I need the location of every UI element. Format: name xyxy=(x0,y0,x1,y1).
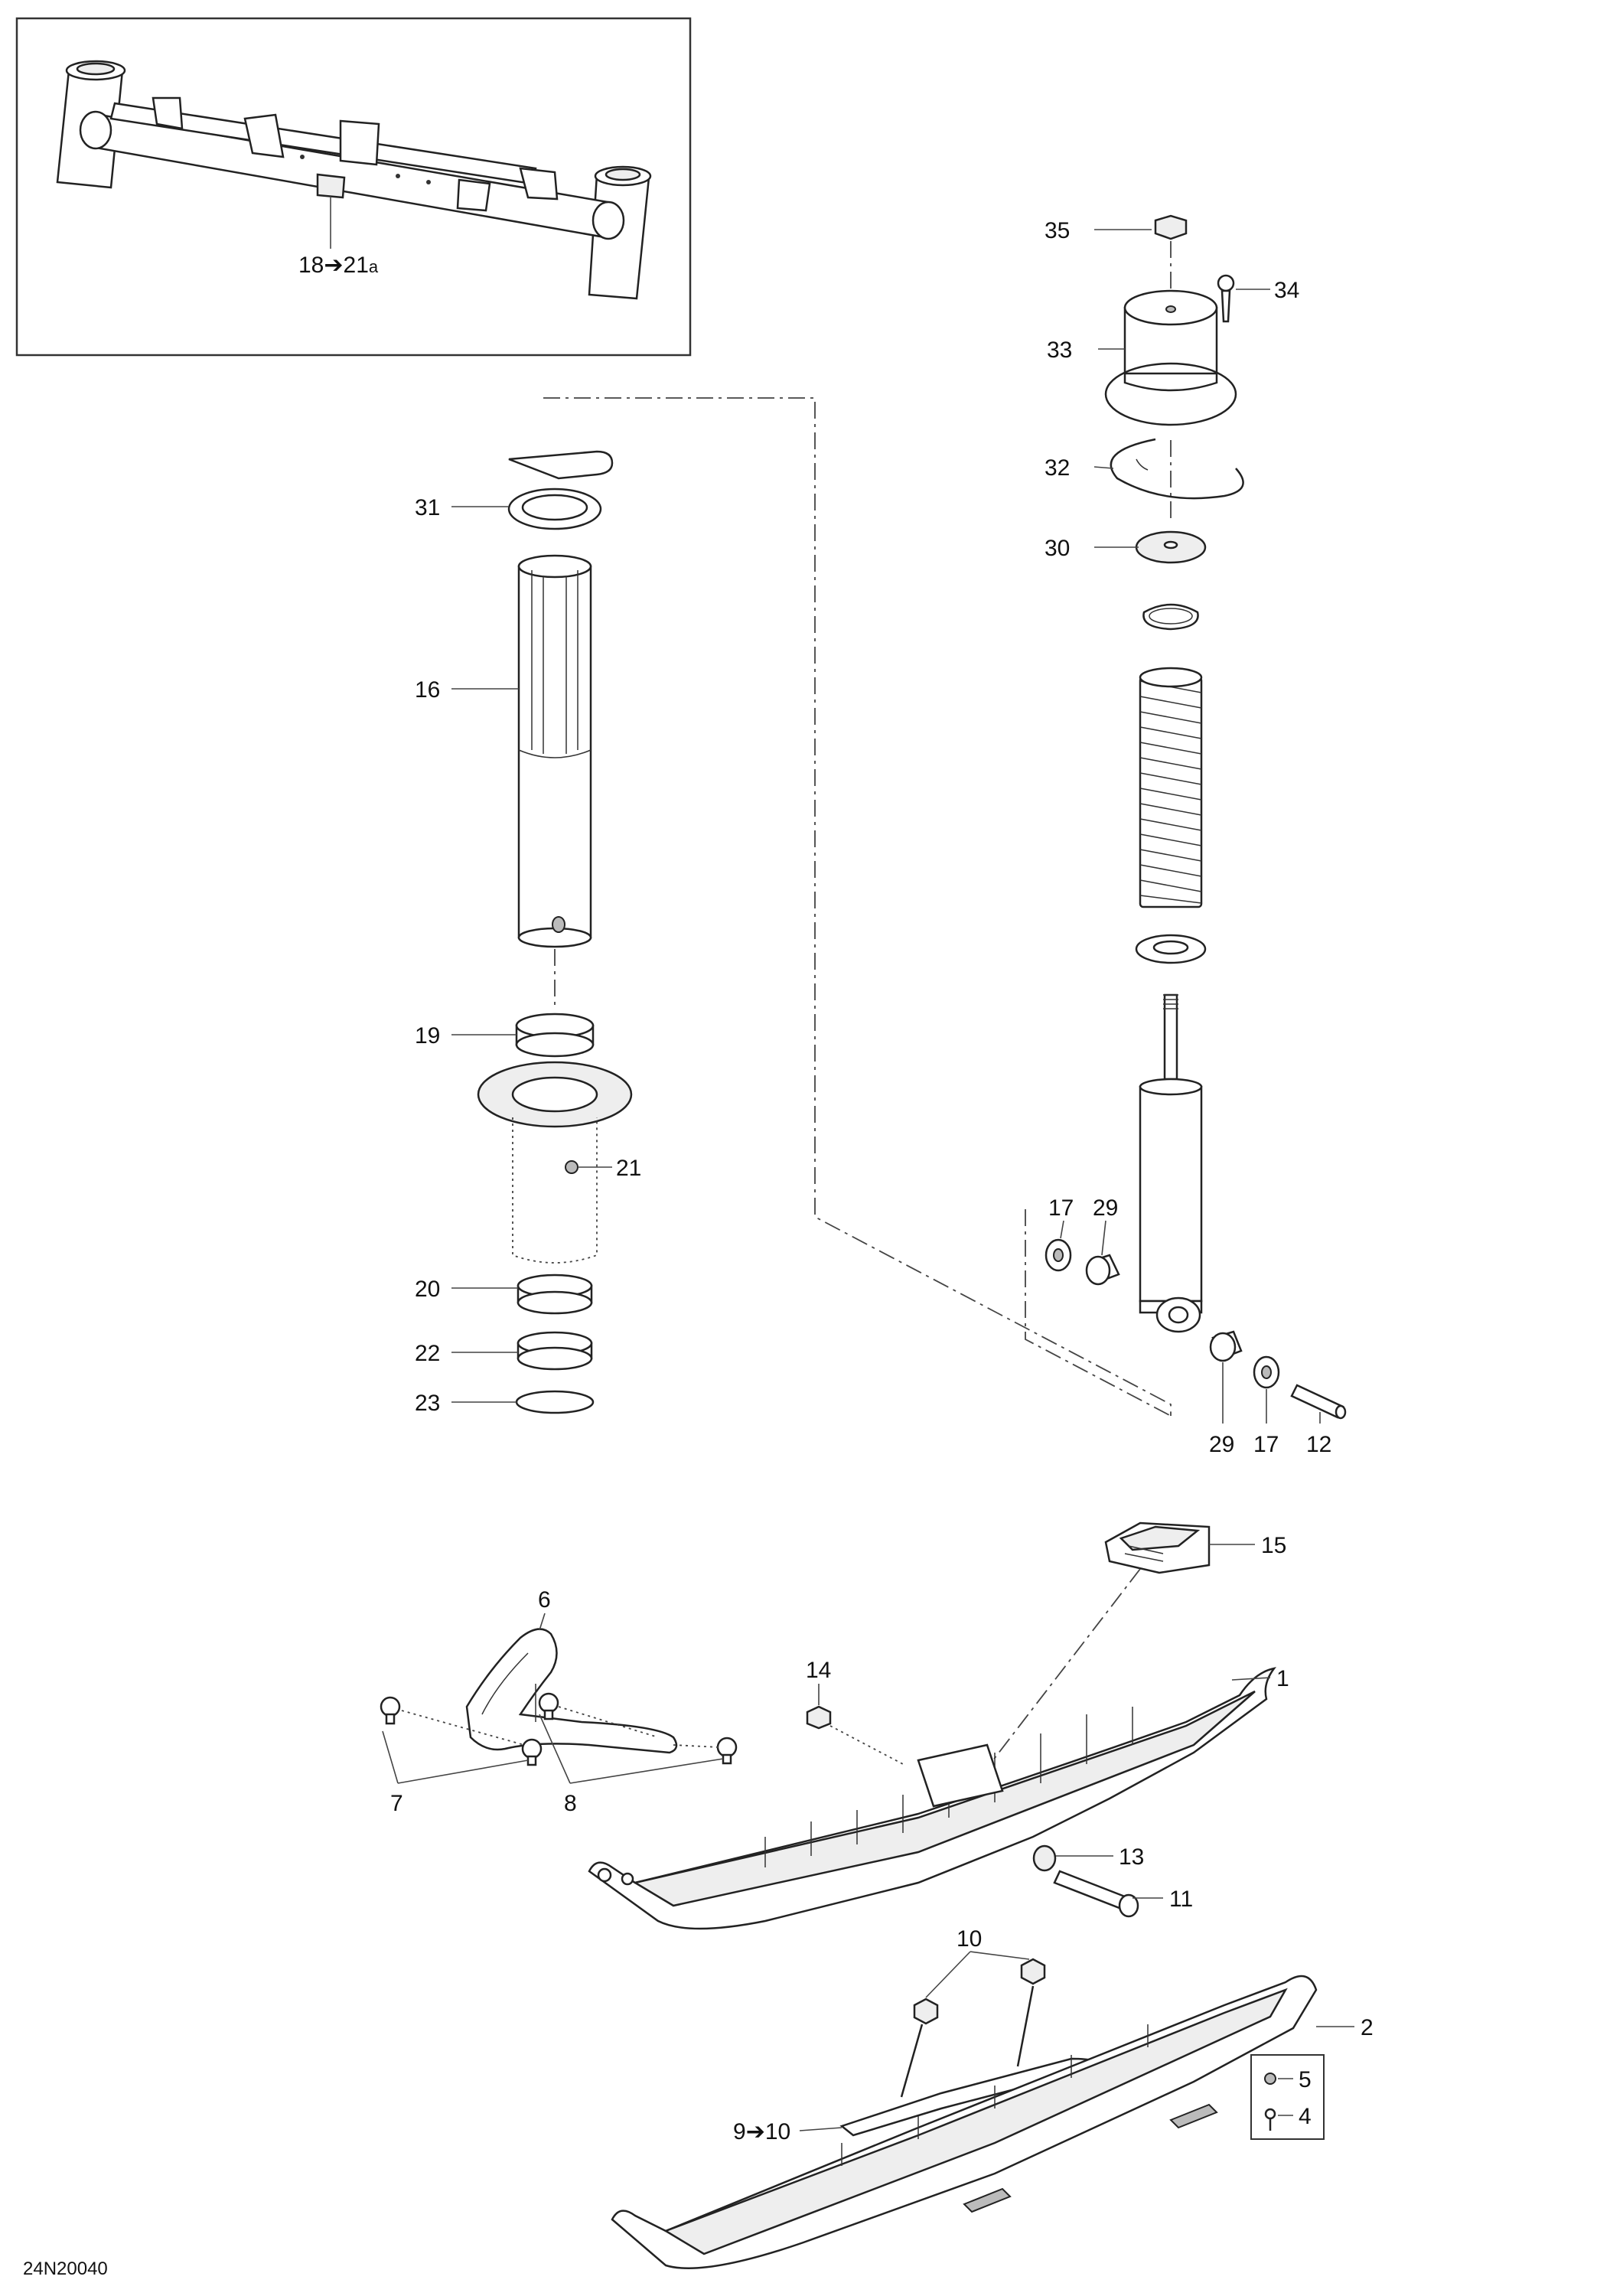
callout-30: 30 xyxy=(1045,536,1070,561)
callout-32: 32 xyxy=(1045,455,1070,481)
callout-34: 34 xyxy=(1274,278,1299,303)
part-14-nut xyxy=(806,1705,832,1730)
part-23-circlip xyxy=(515,1390,595,1414)
callout-29-upper: 29 xyxy=(1093,1195,1118,1221)
inset-frame-crossmember: 18➔21a xyxy=(15,17,692,357)
callout-1: 1 xyxy=(1276,1666,1289,1691)
part-6-ski-handle xyxy=(465,1628,678,1754)
callout-6: 6 xyxy=(538,1587,551,1613)
part-4-screw xyxy=(1264,2108,1276,2120)
part-10-nut-right xyxy=(1020,1958,1046,1985)
part-5-nut xyxy=(1264,2073,1276,2085)
spindle-assembly xyxy=(477,450,633,1414)
part-16-spindle-shaft xyxy=(517,565,592,939)
part-7-8-screws xyxy=(380,1692,738,1766)
callout-5: 5 xyxy=(1299,2067,1312,2092)
assembly-link-line xyxy=(543,397,1172,1416)
inset-hardware-box xyxy=(1250,2054,1325,2140)
inset-border xyxy=(15,17,692,357)
callout-19: 19 xyxy=(415,1023,440,1049)
callout-21: 21 xyxy=(616,1156,641,1181)
part-32-clip xyxy=(1110,438,1244,500)
callout-17-upper: 17 xyxy=(1048,1195,1074,1221)
callout-10: 10 xyxy=(957,1926,982,1952)
callout-13: 13 xyxy=(1119,1844,1144,1870)
shock-assembly xyxy=(1045,214,1347,1420)
callout-33: 33 xyxy=(1047,338,1072,363)
callout-labels: 35 34 33 32 31 30 16 19 21 17 29 20 22 2… xyxy=(390,218,1374,2144)
callout-2: 2 xyxy=(1361,2015,1374,2040)
callout-11: 11 xyxy=(1169,1887,1193,1912)
callout-29-lower: 29 xyxy=(1209,1432,1234,1457)
part-10-nut-left xyxy=(913,1998,939,2025)
callout-8: 8 xyxy=(564,1791,577,1816)
callout-9-10: 9➔10 xyxy=(733,2119,790,2144)
callout-22: 22 xyxy=(415,1341,440,1366)
part-34-bolt xyxy=(1217,274,1235,292)
callout-14: 14 xyxy=(806,1658,831,1683)
callout-23: 23 xyxy=(415,1391,440,1416)
part-35-nut xyxy=(1154,214,1188,240)
callout-7: 7 xyxy=(390,1791,403,1816)
part-shock-body xyxy=(1139,1085,1203,1303)
callout-15: 15 xyxy=(1261,1533,1286,1558)
callout-35: 35 xyxy=(1045,218,1070,243)
ski-assembly xyxy=(380,1521,1325,2269)
callout-20: 20 xyxy=(415,1277,440,1302)
part-13-washer xyxy=(1032,1844,1057,1872)
callout-4: 4 xyxy=(1299,2104,1312,2129)
drawing-code: 24N20040 xyxy=(23,2258,108,2279)
part-spring xyxy=(1139,667,1203,908)
callout-17-lower: 17 xyxy=(1253,1432,1279,1457)
part-11-bolt xyxy=(1053,1870,1130,1911)
callout-31: 31 xyxy=(415,495,440,520)
part-31-steering-arm xyxy=(508,450,614,480)
callout-inset-18: 18➔21a xyxy=(298,253,379,278)
callout-16: 16 xyxy=(415,677,440,703)
part-21-grease-fitting xyxy=(565,1160,578,1174)
leader-lines xyxy=(382,229,1354,2131)
callout-12: 12 xyxy=(1306,1432,1331,1457)
